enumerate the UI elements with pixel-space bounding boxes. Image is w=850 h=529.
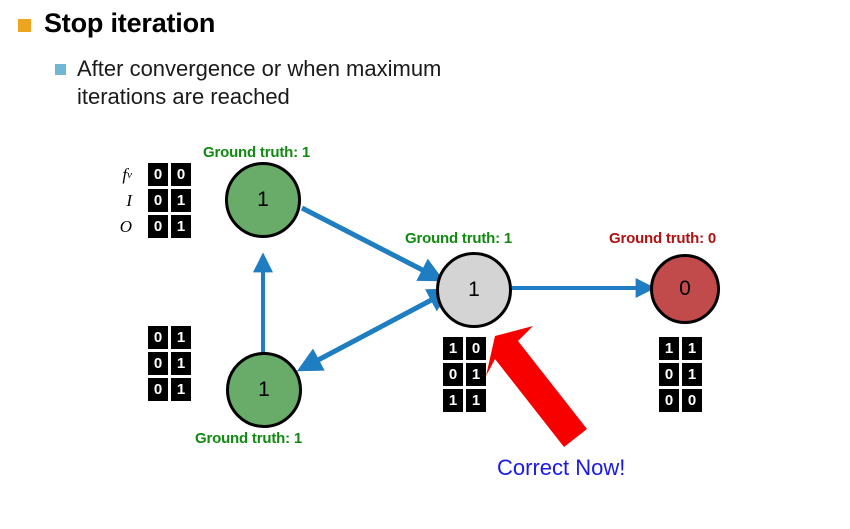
matrix-row: 1 0 [443, 337, 489, 360]
node-value: 1 [468, 278, 480, 301]
matrix-cell: 1 [466, 363, 486, 386]
row-label-o: O [119, 216, 132, 236]
correct-now-label: Correct Now! [497, 455, 626, 480]
matrix-cell: 0 [148, 163, 168, 186]
row-label-f-text: f [122, 164, 128, 184]
matrix-cell: 1 [682, 363, 702, 386]
matrix-cell: 0 [659, 389, 679, 412]
matrix-row: 0 1 [148, 326, 194, 349]
node-value: 1 [257, 188, 269, 211]
row-label-subscript-text: v [127, 168, 132, 181]
matrix-row: 0 1 [148, 378, 194, 401]
matrix-cell: 1 [443, 337, 463, 360]
ground-truth-bottom-left: Ground truth: 1 [195, 430, 302, 447]
title-bullet-row: Stop iteration [18, 8, 215, 38]
matrix-cell: 0 [171, 163, 191, 186]
matrix-row: 0 1 [148, 215, 194, 238]
matrix-row: 0 0 [659, 389, 705, 412]
top-left-matrix: 0 0 0 1 0 1 [148, 163, 194, 241]
matrix-cell: 1 [659, 337, 679, 360]
matrix-cell: 0 [659, 363, 679, 386]
matrix-row: 0 1 [659, 363, 705, 386]
bottom-left-matrix: 0 1 0 1 0 1 [148, 326, 194, 404]
matrix-cell: 0 [148, 215, 168, 238]
bullet-square-icon [18, 19, 31, 32]
edge-middle-bottomleft-bidirectional [296, 288, 453, 372]
subtitle-text: After convergence or when maximum iterat… [77, 56, 442, 109]
subtitle-bullet-row: After convergence or when maximum iterat… [55, 55, 525, 110]
right-matrix: 1 1 0 1 0 0 [659, 337, 705, 415]
matrix-row: 0 1 [443, 363, 489, 386]
ground-truth-right: Ground truth: 0 [609, 230, 716, 247]
matrix-cell: 0 [148, 326, 168, 349]
matrix-row: 1 1 [443, 389, 489, 412]
matrix-cell: 0 [148, 189, 168, 212]
row-label-i: I [126, 190, 132, 210]
matrix-row: 1 1 [659, 337, 705, 360]
matrix-cell: 0 [466, 337, 486, 360]
node-top-left[interactable]: 1 [225, 162, 301, 238]
graph-edges [253, 205, 656, 447]
matrix-cell: 1 [171, 378, 191, 401]
matrix-cell: 0 [443, 363, 463, 386]
matrix-cell: 1 [466, 389, 486, 412]
edge-topleft-to-middle [300, 205, 445, 282]
page-title: Stop iteration [44, 8, 216, 38]
matrix-cell: 1 [171, 326, 191, 349]
matrix-cell: 1 [682, 337, 702, 360]
matrix-row: 0 1 [148, 352, 194, 375]
matrix-cell: 1 [443, 389, 463, 412]
middle-matrix: 1 0 0 1 1 1 [443, 337, 489, 415]
node-middle[interactable]: 1 [436, 252, 512, 328]
node-value: 0 [679, 277, 691, 300]
matrix-cell: 0 [682, 389, 702, 412]
matrix-cell: 1 [171, 215, 191, 238]
node-right[interactable]: 0 [650, 254, 720, 324]
matrix-cell: 0 [148, 378, 168, 401]
bullet-square-icon [55, 64, 66, 75]
node-bottom-left[interactable]: 1 [226, 352, 302, 428]
matrix-row: 0 1 [148, 189, 194, 212]
ground-truth-middle: Ground truth: 1 [405, 230, 512, 247]
node-value: 1 [258, 378, 270, 401]
ground-truth-top-left: Ground truth: 1 [203, 144, 310, 161]
matrix-cell: 0 [148, 352, 168, 375]
matrix-cell: 1 [171, 352, 191, 375]
matrix-cell: 1 [171, 189, 191, 212]
correct-now-arrow-icon [486, 326, 587, 447]
matrix-row: 0 0 [148, 163, 194, 186]
